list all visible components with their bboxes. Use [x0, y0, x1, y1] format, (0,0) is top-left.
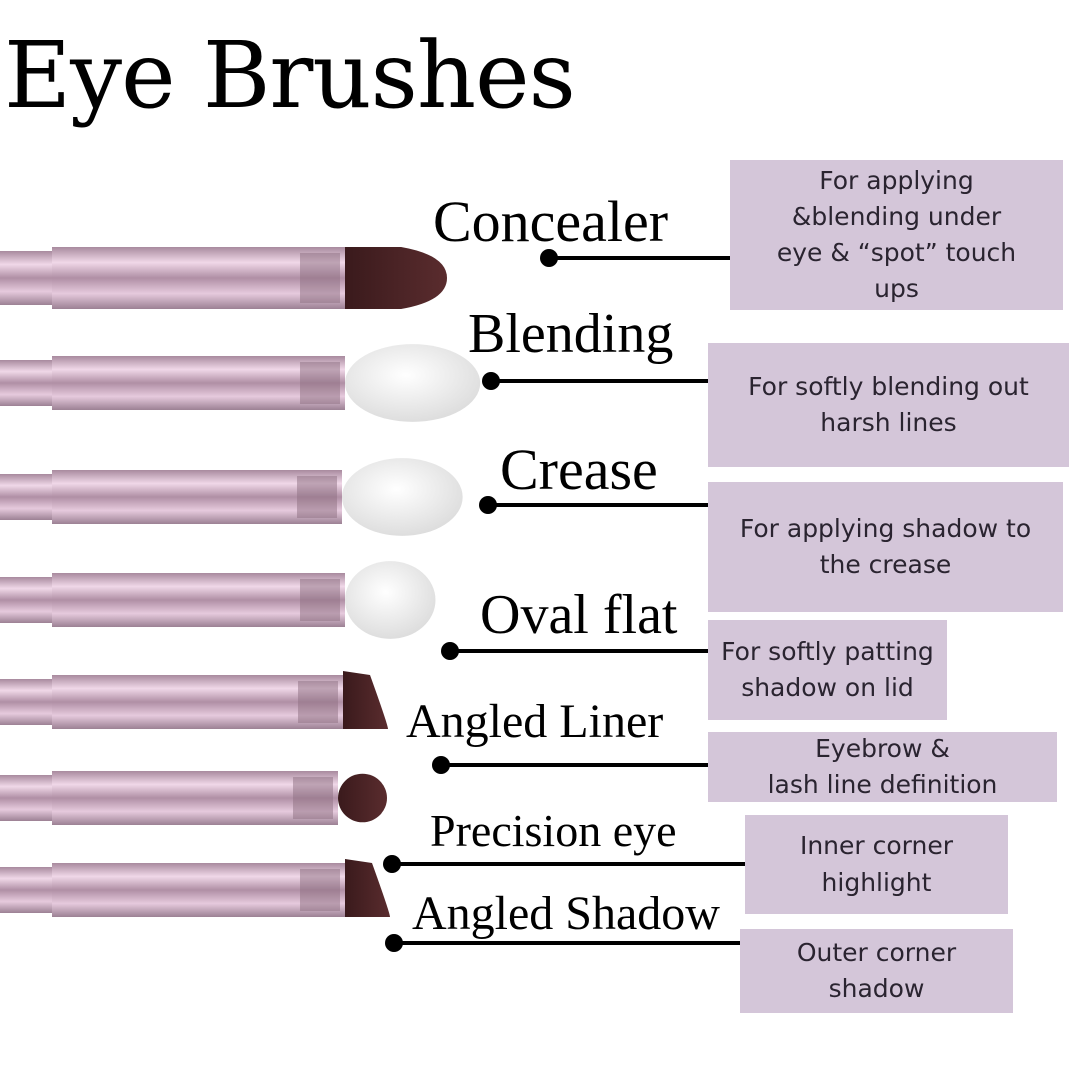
- bristles-dark: [343, 671, 388, 729]
- brush-precision-eye: [0, 771, 387, 825]
- connector-dot: [479, 496, 497, 514]
- ferrule-crimp: [297, 476, 337, 518]
- ferrule-crimp: [300, 869, 340, 911]
- connector-line: [392, 862, 745, 866]
- bristles-dark: [338, 773, 387, 823]
- connector-dot: [441, 642, 459, 660]
- connector-dot: [432, 756, 450, 774]
- connector-line: [488, 503, 708, 507]
- connector-line: [549, 256, 730, 260]
- brush-ferrule: [52, 573, 345, 627]
- brush-angled-liner: [0, 671, 388, 729]
- brush-handle: [0, 679, 55, 725]
- brush-label-precision-eye: Precision eye: [430, 805, 677, 856]
- connector-line: [394, 941, 740, 945]
- brush-concealer: [0, 247, 447, 309]
- description-box-precision-eye: Inner corner highlight: [745, 815, 1008, 914]
- brush-label-crease: Crease: [500, 437, 658, 502]
- brush-ferrule: [52, 771, 338, 825]
- brush-handle: [0, 251, 55, 305]
- brush-oval-flat: [0, 561, 436, 639]
- bristles-dark: [345, 859, 390, 917]
- ferrule-crimp: [298, 681, 338, 723]
- description-box-concealer: For applying &blending under eye & “spot…: [730, 160, 1063, 310]
- brush-label-concealer: Concealer: [433, 189, 669, 254]
- brush-angled-shadow: [0, 859, 390, 917]
- connector-line: [491, 379, 708, 383]
- brush-label-angled-shadow: Angled Shadow: [412, 887, 720, 940]
- brush-label-angled-liner: Angled Liner: [406, 695, 664, 748]
- connector-dot: [482, 372, 500, 390]
- brush-label-oval-flat: Oval flat: [480, 584, 678, 646]
- brush-handle: [0, 775, 55, 821]
- ferrule-crimp: [293, 777, 333, 819]
- brush-label-blending: Blending: [468, 303, 674, 365]
- brush-handle: [0, 360, 55, 406]
- brush-ferrule: [52, 675, 343, 729]
- brush-ferrule: [52, 863, 345, 917]
- connector-line: [441, 763, 708, 767]
- bristles-white: [345, 344, 481, 422]
- brush-handle: [0, 867, 55, 913]
- ferrule-crimp: [300, 362, 340, 404]
- description-box-angled-shadow: Outer corner shadow: [740, 929, 1013, 1013]
- brush-blending: [0, 344, 481, 422]
- brush-crease: [0, 458, 463, 536]
- bristles-white: [345, 561, 436, 639]
- brush-handle: [0, 577, 55, 623]
- connector-dot: [385, 934, 403, 952]
- bristles-white: [342, 458, 463, 536]
- description-box-blending: For softly blending out harsh lines: [708, 343, 1069, 467]
- brush-ferrule: [52, 247, 345, 309]
- ferrule-crimp: [300, 253, 340, 303]
- brush-handle: [0, 474, 55, 520]
- brush-ferrule: [52, 470, 342, 524]
- ferrule-crimp: [300, 579, 340, 621]
- bristles-dark: [345, 247, 447, 309]
- description-box-oval-flat: For softly patting shadow on lid: [708, 620, 947, 720]
- brush-ferrule: [52, 356, 345, 410]
- connector-dot: [383, 855, 401, 873]
- description-box-crease: For applying shadow to the crease: [708, 482, 1063, 612]
- page-title: Eye Brushes: [4, 22, 576, 129]
- connector-dot: [540, 249, 558, 267]
- description-box-angled-liner: Eyebrow & lash line definition: [708, 732, 1057, 802]
- connector-line: [450, 649, 708, 653]
